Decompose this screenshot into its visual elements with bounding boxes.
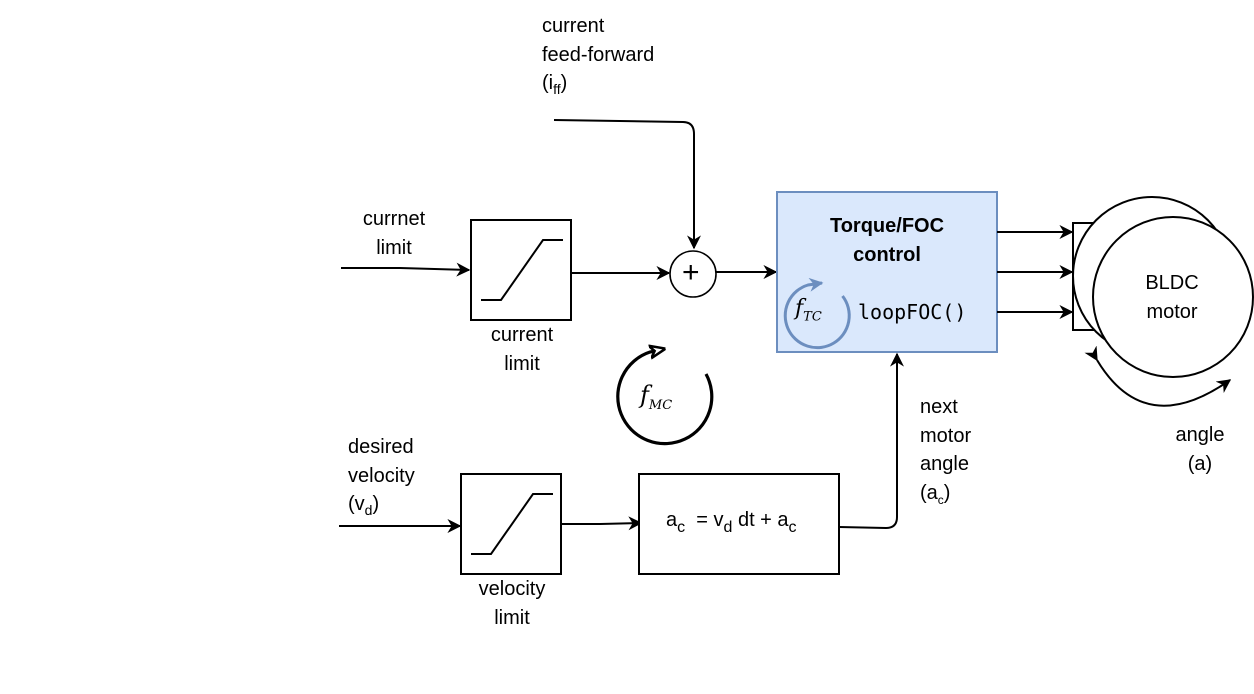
- current-limit-input-label: currnet limit: [350, 205, 438, 262]
- next-line4: (ac): [920, 479, 971, 508]
- current-limit-input-arrow: [341, 262, 471, 277]
- cur-in-line1: currnet: [362, 208, 426, 230]
- ff-pre: (i: [542, 72, 554, 94]
- next-line1: next: [920, 396, 958, 418]
- plus-icon: +: [682, 256, 700, 289]
- next-pre: (a: [920, 481, 938, 504]
- ftc-main: f: [795, 296, 804, 321]
- next-sub: c: [937, 492, 944, 507]
- formula-eq: = v: [690, 509, 724, 531]
- next-post: ): [943, 481, 951, 504]
- current-saturation-curve-icon: [481, 239, 563, 301]
- motor-label: BLDC motor: [1122, 269, 1222, 326]
- next-motor-angle-label: next motor angle (ac): [920, 393, 971, 507]
- next-line2: motor: [920, 424, 972, 447]
- des-pre: (v: [348, 493, 365, 515]
- formula-rhs-sub: c: [788, 519, 797, 536]
- des-line1: desired: [348, 436, 414, 458]
- angle-line2: (a): [1187, 452, 1213, 475]
- des-line2: velocity: [348, 464, 415, 487]
- velocity-limit-block-label: velocity limit: [462, 575, 562, 632]
- formula-v-sub: d: [723, 519, 733, 536]
- feedforward-connector: [553, 119, 701, 250]
- foc-loop-icon: [783, 277, 851, 350]
- ff-post: ): [560, 72, 568, 94]
- foc-block-title: Torque/FOC control: [777, 212, 997, 270]
- formula-mid: dt + a: [732, 509, 789, 531]
- velocity-saturation-curve-icon: [471, 493, 553, 555]
- feedforward-label: current feed-forward (iff): [542, 12, 654, 98]
- integrator-block: [638, 473, 840, 575]
- formula-lhs: a: [666, 509, 678, 531]
- motion-frequency-label: fMC: [640, 381, 672, 413]
- formula-lhs-sub: c: [677, 519, 686, 536]
- motor-line2: motor: [1146, 300, 1198, 323]
- feedforward-label-line3: (iff): [542, 69, 654, 98]
- foc-frequency-label: fTC: [795, 296, 822, 324]
- fmc-sub: MC: [648, 397, 673, 413]
- fmc-main: f: [640, 381, 649, 409]
- feedforward-label-line1: current: [542, 15, 605, 37]
- cur-box-line1: current: [490, 324, 554, 346]
- angle-line1: angle: [1175, 424, 1225, 446]
- des-sub: d: [364, 502, 373, 518]
- des-line3: (vd): [348, 490, 415, 519]
- cur-in-line2: limit: [376, 236, 412, 259]
- integrator-formula: ac = vd dt + ac: [666, 509, 797, 536]
- rotation-arrow-icon: [1084, 345, 1232, 407]
- vel-box-line2: limit: [494, 606, 530, 629]
- foc-title-line1: Torque/FOC: [829, 215, 945, 237]
- velocity-limit-to-integrator-arrow: [561, 516, 643, 531]
- summing-junction: [669, 250, 717, 298]
- cur-box-line2: limit: [504, 352, 540, 375]
- ftc-sub: TC: [803, 309, 822, 325]
- foc-title-line2: control: [853, 244, 921, 266]
- next-line3: angle: [920, 453, 969, 475]
- des-post: ): [372, 493, 380, 515]
- motion-loop-icon: [616, 349, 714, 446]
- vel-box-line1: velocity: [478, 578, 546, 600]
- ff-sub: ff: [553, 81, 561, 97]
- current-limit-block-label: current limit: [472, 321, 572, 378]
- feedforward-label-line2: feed-forward: [542, 43, 655, 66]
- angle-to-foc-connector: [838, 352, 904, 530]
- foc-function-label: loopFOC(): [858, 300, 967, 324]
- desired-velocity-label: desired velocity (vd): [348, 433, 415, 519]
- angle-label: angle (a): [1160, 421, 1240, 478]
- motor-line1: BLDC: [1145, 272, 1199, 294]
